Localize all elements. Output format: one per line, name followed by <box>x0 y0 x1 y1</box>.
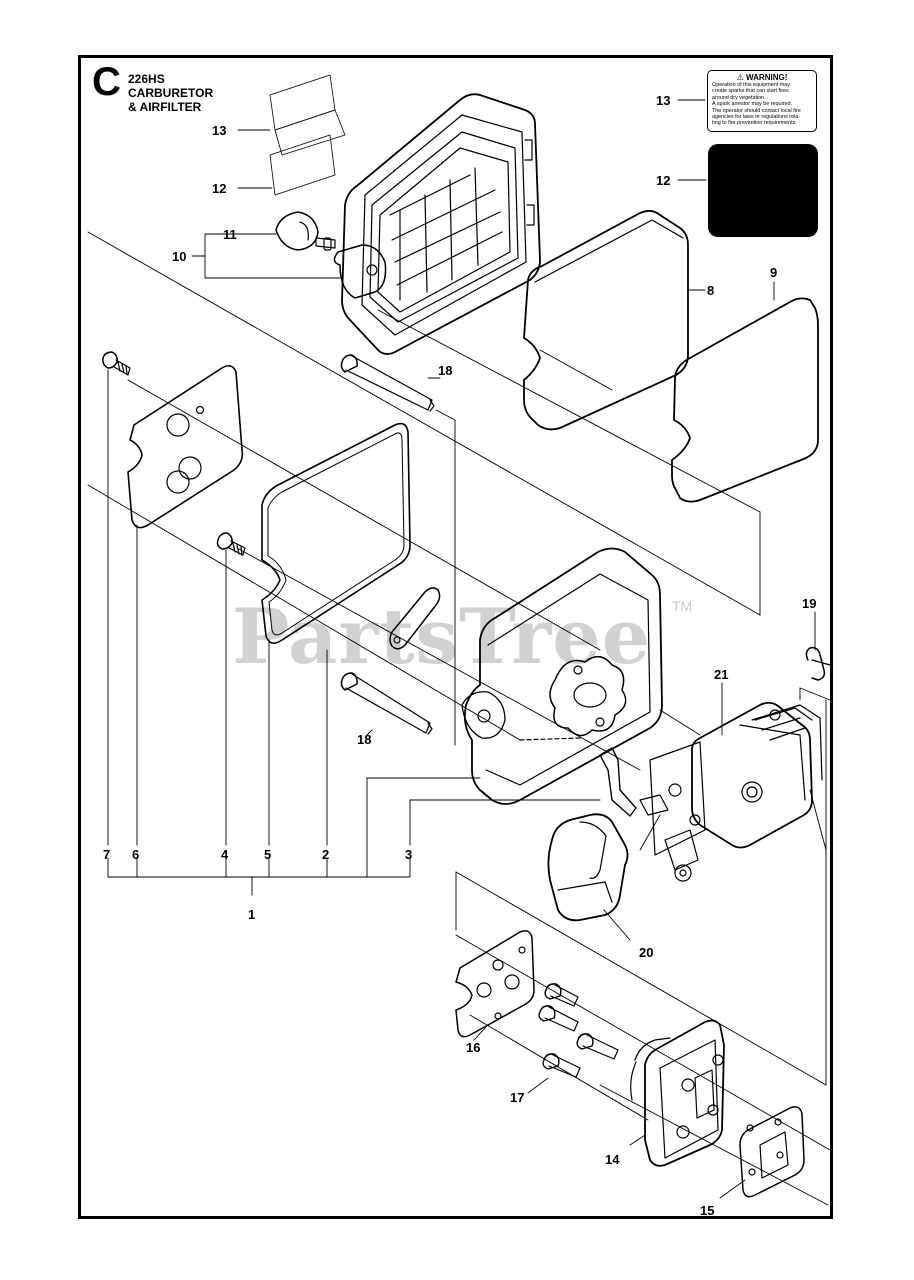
seal-ring-5 <box>261 422 411 644</box>
callout-19: 19 <box>802 596 817 611</box>
callout-13-left: 13 <box>212 123 227 138</box>
black-decal <box>708 144 818 237</box>
screws-17 <box>538 983 619 1078</box>
callout-8: 8 <box>707 283 715 298</box>
callout-21: 21 <box>714 667 729 682</box>
intake-14 <box>630 1019 725 1167</box>
gasket-6 <box>127 364 244 529</box>
diagram-frame <box>78 55 833 1219</box>
decal-outlines <box>269 74 346 196</box>
choke-lever-3 <box>599 747 637 817</box>
callout-12-right: 12 <box>656 173 671 188</box>
callout-3: 3 <box>405 847 413 862</box>
callout-18-bottom: 18 <box>357 732 372 747</box>
cover-knob <box>275 211 336 251</box>
callout-12-left: 12 <box>212 181 227 196</box>
callout-1: 1 <box>248 907 256 922</box>
model-number: 226HS <box>128 72 165 86</box>
callout-20: 20 <box>639 945 654 960</box>
gasket-15 <box>739 1106 805 1198</box>
bolt-18-top <box>340 354 435 412</box>
boot-20 <box>547 813 629 922</box>
callout-6: 6 <box>132 847 140 862</box>
section-letter: C <box>92 60 121 104</box>
callout-18-top: 18 <box>438 363 453 378</box>
airfilter-base <box>461 547 663 805</box>
filter-element-9 <box>671 297 819 503</box>
section-title: 226HS CARBURETOR & AIRFILTER <box>128 72 213 114</box>
screw-7 <box>102 351 131 376</box>
callout-14: 14 <box>605 1152 620 1167</box>
callout-7: 7 <box>103 847 111 862</box>
callout-4: 4 <box>221 847 229 862</box>
title-line-1: CARBURETOR <box>128 86 214 100</box>
carburetor-21 <box>639 701 823 882</box>
filter-cover <box>333 93 541 355</box>
warning-triangle-icon: ⚠ <box>736 73 744 82</box>
callout-15: 15 <box>700 1203 715 1218</box>
callout-11: 11 <box>223 227 237 242</box>
callout-10: 10 <box>172 249 187 264</box>
title-line-2: & AIRFILTER <box>128 100 202 114</box>
callout-17: 17 <box>510 1090 525 1105</box>
warning-text: Operation of this equipment may create s… <box>712 82 801 127</box>
bracket-2 <box>389 587 441 650</box>
bolt-18-bottom <box>340 672 433 735</box>
callout-5: 5 <box>264 847 272 862</box>
filter-element-8 <box>523 210 689 431</box>
warning-title-text: WARNING! <box>746 73 788 82</box>
callout-16: 16 <box>466 1040 481 1055</box>
clip-19 <box>805 646 831 681</box>
watermark-tm: TM <box>672 598 693 614</box>
leader-lines <box>87 99 831 1206</box>
callout-9: 9 <box>770 265 778 280</box>
gasket-16 <box>455 930 535 1038</box>
warning-title: ⚠ WARNING! <box>712 73 812 82</box>
warning-decal: ⚠ WARNING! Operation of this equipment m… <box>707 70 817 132</box>
callout-13-right: 13 <box>656 93 671 108</box>
callout-2: 2 <box>322 847 330 862</box>
screw-4 <box>216 532 246 556</box>
